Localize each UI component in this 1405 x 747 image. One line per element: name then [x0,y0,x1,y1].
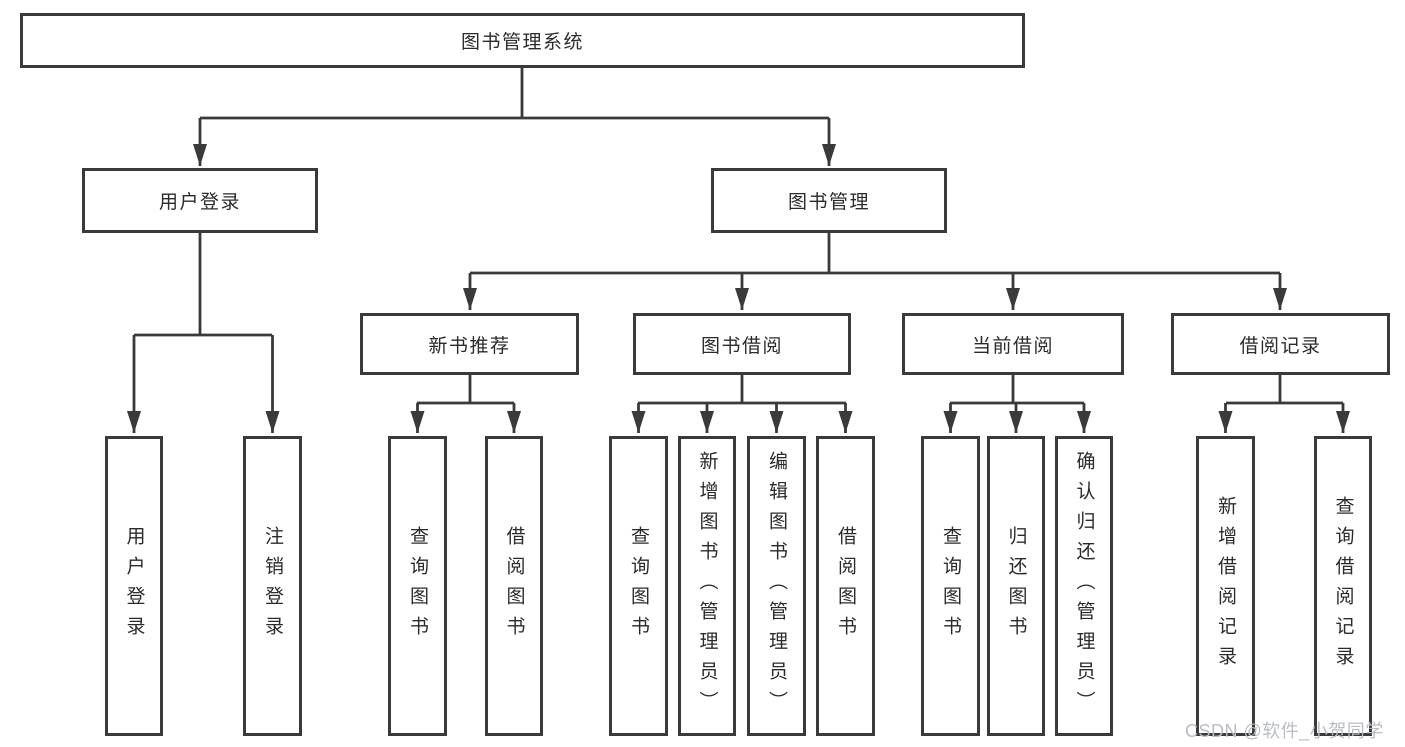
node-book-management: 图书管理 [711,168,947,233]
leaf-query-book-current: 查询图书 [921,436,980,736]
leaf-borrow-book: 借阅图书 [816,436,875,736]
leaf-label: 借阅图书 [835,526,856,646]
leaf-return-book: 归还图书 [987,436,1045,736]
node-book-borrow: 图书借阅 [633,313,851,375]
leaf-label: 确认归还（管理员） [1073,451,1095,721]
node-label: 借阅记录 [1239,335,1322,357]
leaf-edit-book-admin: 编辑图书（管理员） [747,436,806,736]
node-user-login: 用户登录 [82,168,318,233]
leaf-add-book-admin: 新增图书（管理员） [678,436,736,736]
leaf-label: 新增借阅记录 [1215,496,1236,676]
node-label: 图书管理 [787,192,870,213]
connector-borrow-records [1218,374,1350,433]
node-label: 当前借阅 [971,335,1054,357]
node-new-book-recommend: 新书推荐 [360,313,579,375]
leaf-user-login: 用户登录 [105,436,163,736]
leaf-label: 归还图书 [1005,526,1027,646]
leaf-label: 查询借阅记录 [1332,496,1354,676]
leaf-logout: 注销登录 [243,436,302,736]
leaf-label: 借阅图书 [503,526,525,646]
leaf-borrow-book-recommend: 借阅图书 [485,436,543,736]
connector-user-login [127,232,280,433]
connector-current-borrow [943,374,1091,433]
leaf-confirm-return-admin: 确认归还（管理员） [1055,436,1113,736]
leaf-label: 查询图书 [407,526,428,646]
leaf-label: 查询图书 [628,526,649,646]
node-label: 用户登录 [158,192,241,213]
leaf-label: 新增图书（管理员） [696,451,718,721]
leaf-label: 编辑图书（管理员） [766,451,787,721]
leaf-label: 查询图书 [940,526,961,646]
connector-root [193,68,836,166]
leaf-add-borrow-record: 新增借阅记录 [1196,436,1255,736]
connector-book-borrow [631,374,853,433]
leaf-label: 注销登录 [262,526,283,646]
leaf-query-book-recommend: 查询图书 [388,436,447,736]
node-label: 新书推荐 [428,335,511,357]
csdn-watermark: CSDN @软件_小贺同学 [1185,721,1384,741]
leaf-query-borrow-record: 查询借阅记录 [1314,436,1372,736]
leaf-query-book-borrow: 查询图书 [609,436,668,736]
node-label: 图书借阅 [700,335,783,357]
node-library-management-system: 图书管理系统 [20,13,1025,68]
node-borrow-records: 借阅记录 [1171,313,1390,375]
leaf-label: 用户登录 [123,526,145,646]
node-label: 图书管理系统 [460,32,584,53]
connector-new-book-recommend [410,374,521,433]
node-current-borrow: 当前借阅 [902,313,1124,375]
connector-book-management [463,232,1287,310]
